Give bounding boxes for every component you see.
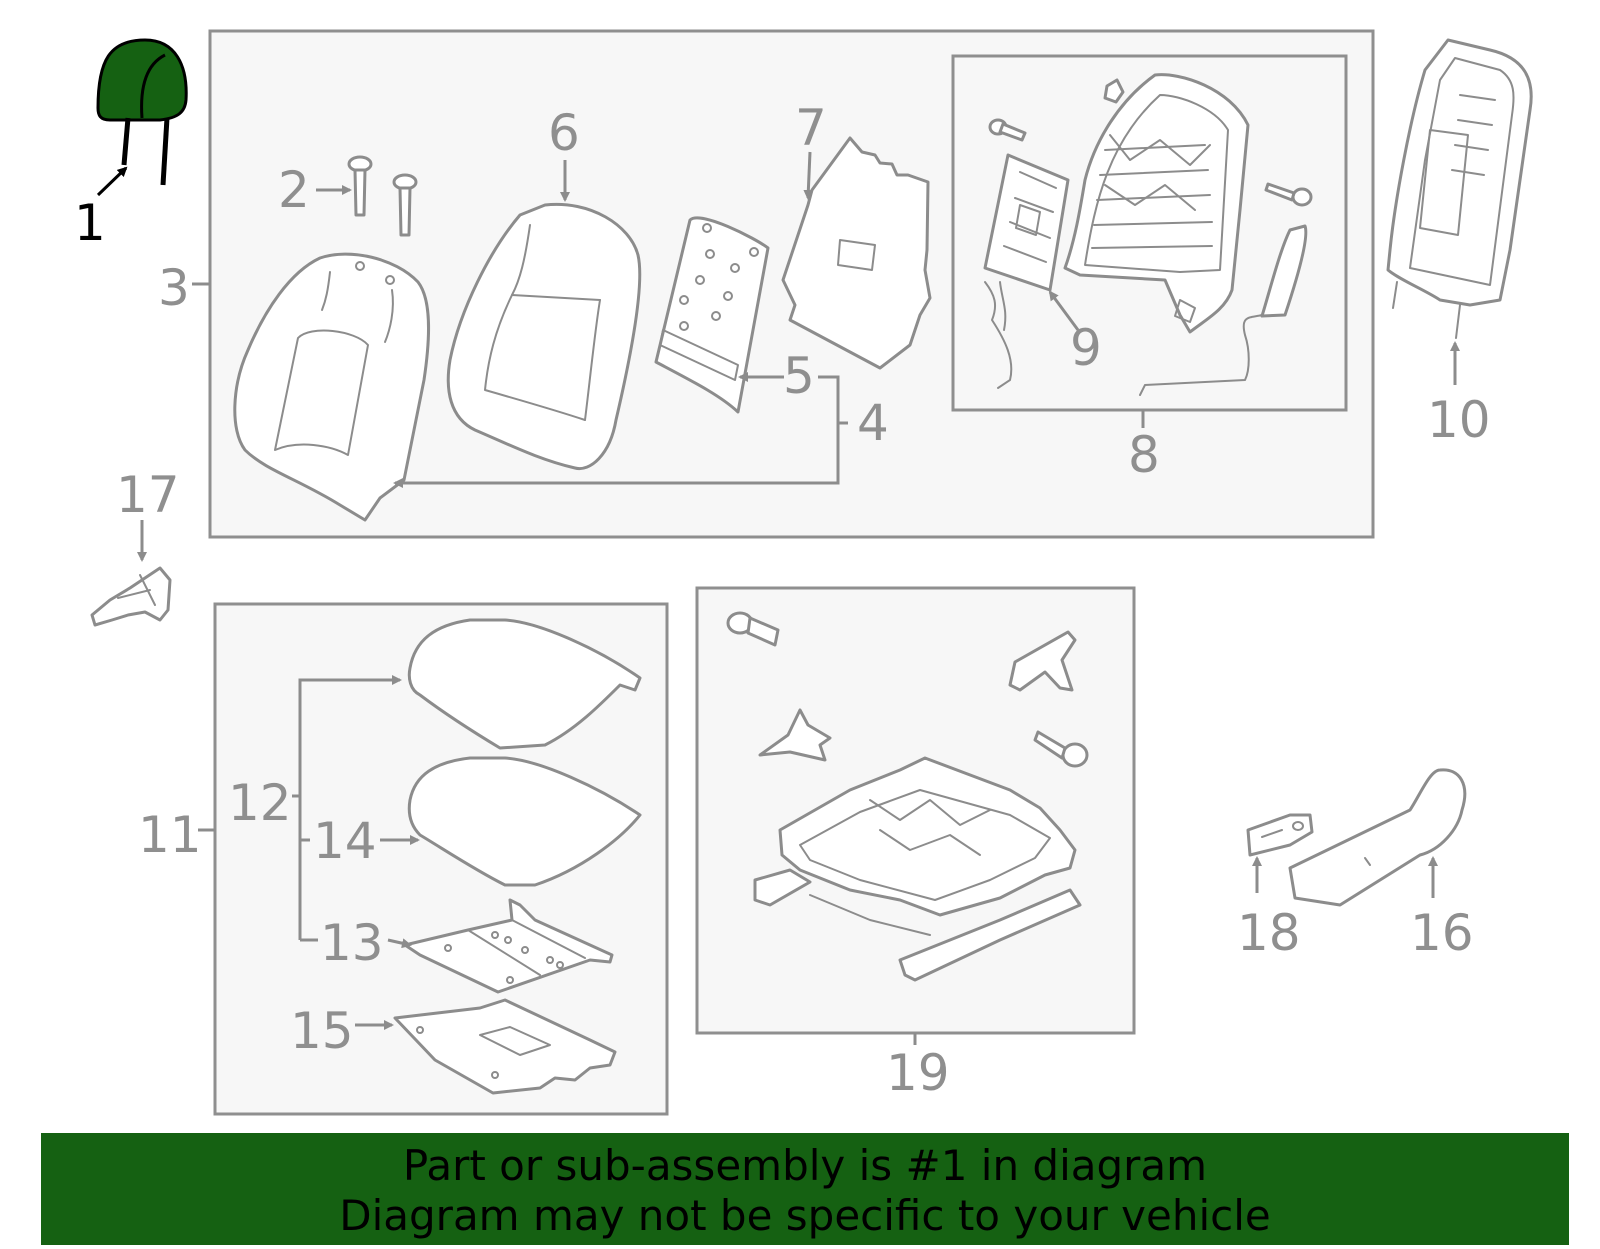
label-16: 16 [1410,904,1474,962]
cushion-pad-part-14[interactable] [407,756,642,887]
label-5: 5 [783,347,815,405]
label-10: 10 [1427,391,1491,449]
seat-track-part-19[interactable] [726,611,1089,982]
label-6: 6 [548,104,580,162]
trim-bracket-part-17[interactable] [90,566,172,627]
label-19: 19 [886,1044,950,1102]
leader-13 [387,938,412,949]
headrest-part[interactable] [96,38,188,186]
leader-1 [96,166,128,197]
cushion-cover-part-12[interactable] [407,618,642,750]
label-14: 14 [313,812,377,870]
cushion-pan-part-13[interactable] [403,898,614,994]
label-17: 17 [116,466,180,524]
back-board-part-7[interactable] [781,136,932,370]
label-1: 1 [74,194,106,252]
label-11: 11 [138,806,202,864]
side-shield-part-16[interactable] [1288,768,1467,907]
label-8: 8 [1128,426,1160,484]
seatback-cover-part-4[interactable] [233,252,431,522]
leader-4 [393,375,840,488]
label-13: 13 [320,914,384,972]
label-3: 3 [158,259,190,317]
leader-12 [298,675,402,940]
back-panel-part-5[interactable] [654,216,770,414]
frame-hardware[interactable] [988,78,1313,396]
leader-7 [803,151,814,200]
banner-line-2: Diagram may not be specific to your vehi… [339,1191,1271,1240]
label-18: 18 [1237,904,1301,962]
bolts-part-2[interactable] [347,155,418,237]
label-2: 2 [278,161,310,219]
label-4: 4 [857,394,889,452]
label-15: 15 [290,1002,354,1060]
label-9: 9 [1070,319,1102,377]
seatback-frame-part-8[interactable] [1063,73,1250,334]
cushion-board-part-15[interactable] [393,998,617,1095]
leader-9 [1048,290,1080,331]
back-frame-part-10[interactable] [1386,38,1533,339]
label-7: 7 [795,99,827,157]
label-12: 12 [228,774,292,832]
info-banner: Part or sub-assembly is #1 in diagram Di… [41,1133,1569,1245]
lumbar-support-part-9[interactable] [983,153,1070,389]
seatback-pad-part-6[interactable] [446,202,642,471]
seat-switch-part-18[interactable] [1246,813,1314,857]
banner-line-1: Part or sub-assembly is #1 in diagram [402,1141,1208,1190]
